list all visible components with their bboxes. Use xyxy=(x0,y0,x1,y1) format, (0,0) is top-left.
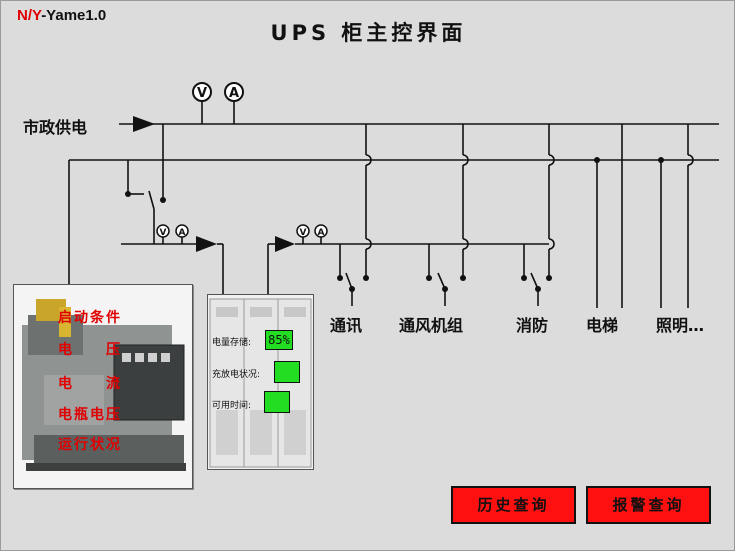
brand-label: N/Y-Yame1.0 xyxy=(17,7,106,24)
load-label-ventilation: 通风机组 xyxy=(399,316,464,335)
ups-storage-value: 85% xyxy=(265,330,293,350)
alarm-query-button[interactable]: 报警查询 xyxy=(586,486,711,524)
generator-row-start-condition: 启动条件 xyxy=(58,310,122,326)
feeder-ammeter-icon: A xyxy=(175,224,189,238)
svg-text:V: V xyxy=(160,228,167,238)
svg-text:A: A xyxy=(318,228,325,238)
svg-text:A: A xyxy=(229,86,239,101)
ups-cabinet-panel[interactable]: 电量存储: 85% 充放电状况: 可用时间: xyxy=(207,294,314,470)
svg-text:V: V xyxy=(300,228,307,238)
load-label-telecom: 通讯 xyxy=(330,316,363,335)
brand-prefix: N/Y xyxy=(17,7,42,24)
feeder-voltmeter-icon: V xyxy=(156,224,170,238)
ups-cabinet-image xyxy=(209,298,312,468)
voltmeter-icon: V xyxy=(192,82,212,102)
generator-row-current: 电 流 xyxy=(58,376,122,392)
page-title: UPS 柜主控界面 xyxy=(270,21,467,45)
ups-ammeter-icon: A xyxy=(314,224,328,238)
brand-suffix: -Yame1.0 xyxy=(41,7,107,24)
generator-image xyxy=(22,299,186,471)
load-label-fire: 消防 xyxy=(516,316,549,335)
mains-label: 市政供电 xyxy=(23,118,88,137)
ups-voltmeter-icon: V xyxy=(296,224,310,238)
generator-row-running-status: 运行状况 xyxy=(58,437,122,453)
ups-charge-status-label: 充放电状况: xyxy=(212,370,261,380)
svg-text:A: A xyxy=(179,228,186,238)
feeder-arrow-icon xyxy=(196,236,217,252)
svg-text:V: V xyxy=(197,86,207,101)
load-label-lighting: 照明… xyxy=(656,316,705,335)
ups-available-time-label: 可用时间: xyxy=(212,401,252,411)
ups-available-time-indicator xyxy=(264,391,290,413)
generator-panel[interactable]: 启动条件 电 压 电 流 电瓶电压 运行状况 xyxy=(13,284,193,489)
ups-storage-label: 电量存储: xyxy=(212,338,252,348)
generator-row-voltage: 电 压 xyxy=(58,342,122,358)
history-query-button[interactable]: 历史查询 xyxy=(451,486,576,524)
mains-arrow-icon xyxy=(133,116,155,132)
load-label-elevator: 电梯 xyxy=(586,316,619,335)
ups-charge-status-indicator xyxy=(274,361,300,383)
generator-row-battery-voltage: 电瓶电压 xyxy=(58,407,122,423)
ups-output-arrow-icon xyxy=(275,236,295,252)
ammeter-icon: A xyxy=(224,82,244,102)
